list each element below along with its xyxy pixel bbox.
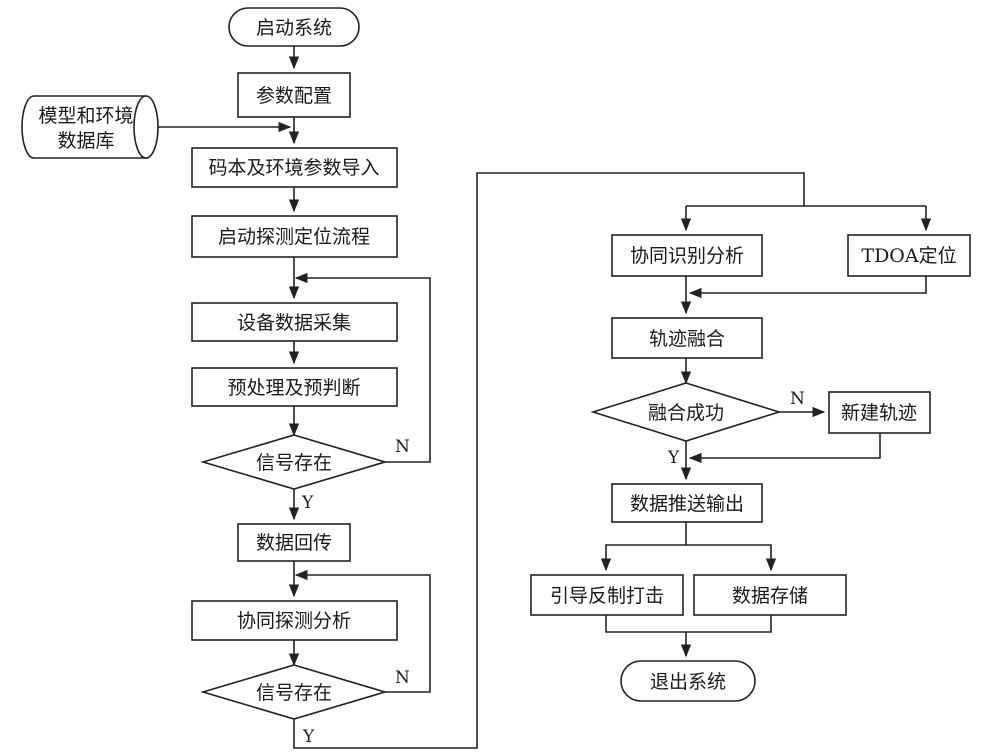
node-model-db-line2: 数据库 [57, 130, 114, 152]
node-fusion-success: 融合成功 [590, 382, 782, 442]
node-coop-detect-label: 协同探测分析 [237, 610, 351, 632]
node-data-return: 数据回传 [237, 523, 351, 562]
node-coop-detect: 协同探测分析 [191, 600, 398, 641]
edge-split-to-store [686, 544, 777, 572]
node-signal-exist-1: 信号存在 [200, 434, 388, 490]
node-tdoa-label: TDOA定位 [861, 245, 956, 267]
edge-label-fusion-no: N [790, 389, 805, 409]
node-exit: 退出系统 [620, 660, 756, 702]
node-signal-exist-1-label: 信号存在 [256, 452, 332, 474]
node-model-db-line1: 模型和环境 [38, 105, 133, 127]
connectors [158, 46, 932, 749]
node-data-store: 数据存储 [693, 574, 847, 616]
node-preprocess-label: 预处理及预判断 [227, 377, 360, 399]
node-import-params: 码本及环境参数导入 [191, 147, 398, 188]
node-param-config-label: 参数配置 [256, 85, 332, 107]
edge-signal2-yes-to-right [293, 172, 805, 749]
node-model-db: 模型和环境 数据库 [21, 95, 159, 159]
node-start: 启动系统 [228, 7, 360, 47]
node-signal-exist-2-label: 信号存在 [256, 682, 332, 704]
node-guide-strike: 引导反制打击 [530, 574, 684, 616]
edge-push-to-split [600, 522, 687, 572]
node-track-fusion: 轨迹融合 [611, 317, 763, 359]
node-exit-label: 退出系统 [650, 671, 726, 693]
edge-label-signal2-yes: Y [302, 727, 315, 747]
node-new-track-label: 新建轨迹 [841, 402, 917, 424]
edge-tdoa-to-merge [688, 276, 927, 299]
node-data-push: 数据推送输出 [611, 483, 763, 523]
node-data-push-label: 数据推送输出 [630, 493, 744, 515]
edge-guide-to-join [605, 615, 772, 633]
node-fusion-success-label: 融合成功 [648, 402, 724, 424]
node-data-return-label: 数据回传 [256, 532, 332, 554]
node-import-params-label: 码本及环境参数导入 [208, 157, 379, 179]
edge-newtrack-to-merge [688, 433, 881, 464]
node-signal-exist-2: 信号存在 [200, 664, 388, 720]
node-start-label: 启动系统 [256, 17, 332, 39]
node-preprocess: 预处理及预判断 [191, 367, 398, 407]
node-start-detect-label: 启动探测定位流程 [218, 226, 370, 248]
node-param-config: 参数配置 [237, 72, 351, 118]
node-tdoa: TDOA定位 [847, 234, 971, 277]
node-data-collect: 设备数据采集 [191, 302, 398, 342]
node-guide-strike-label: 引导反制打击 [550, 585, 664, 607]
edge-label-signal1-no: N [395, 437, 410, 457]
node-track-fusion-label: 轨迹融合 [649, 328, 725, 350]
edge-label-signal2-no: N [395, 668, 410, 688]
node-coop-identify-label: 协同识别分析 [630, 245, 744, 267]
edge-label-fusion-yes: Y [667, 448, 680, 468]
edge-signal1-no-loop [294, 272, 431, 463]
node-coop-identify: 协同识别分析 [611, 234, 763, 277]
node-data-collect-label: 设备数据采集 [237, 312, 351, 334]
node-start-detect: 启动探测定位流程 [191, 215, 398, 258]
edge-signal2-no-loop [294, 569, 431, 693]
edge-label-signal1-yes: Y [301, 493, 314, 513]
node-data-store-label: 数据存储 [732, 585, 808, 607]
node-new-track: 新建轨迹 [828, 391, 931, 434]
